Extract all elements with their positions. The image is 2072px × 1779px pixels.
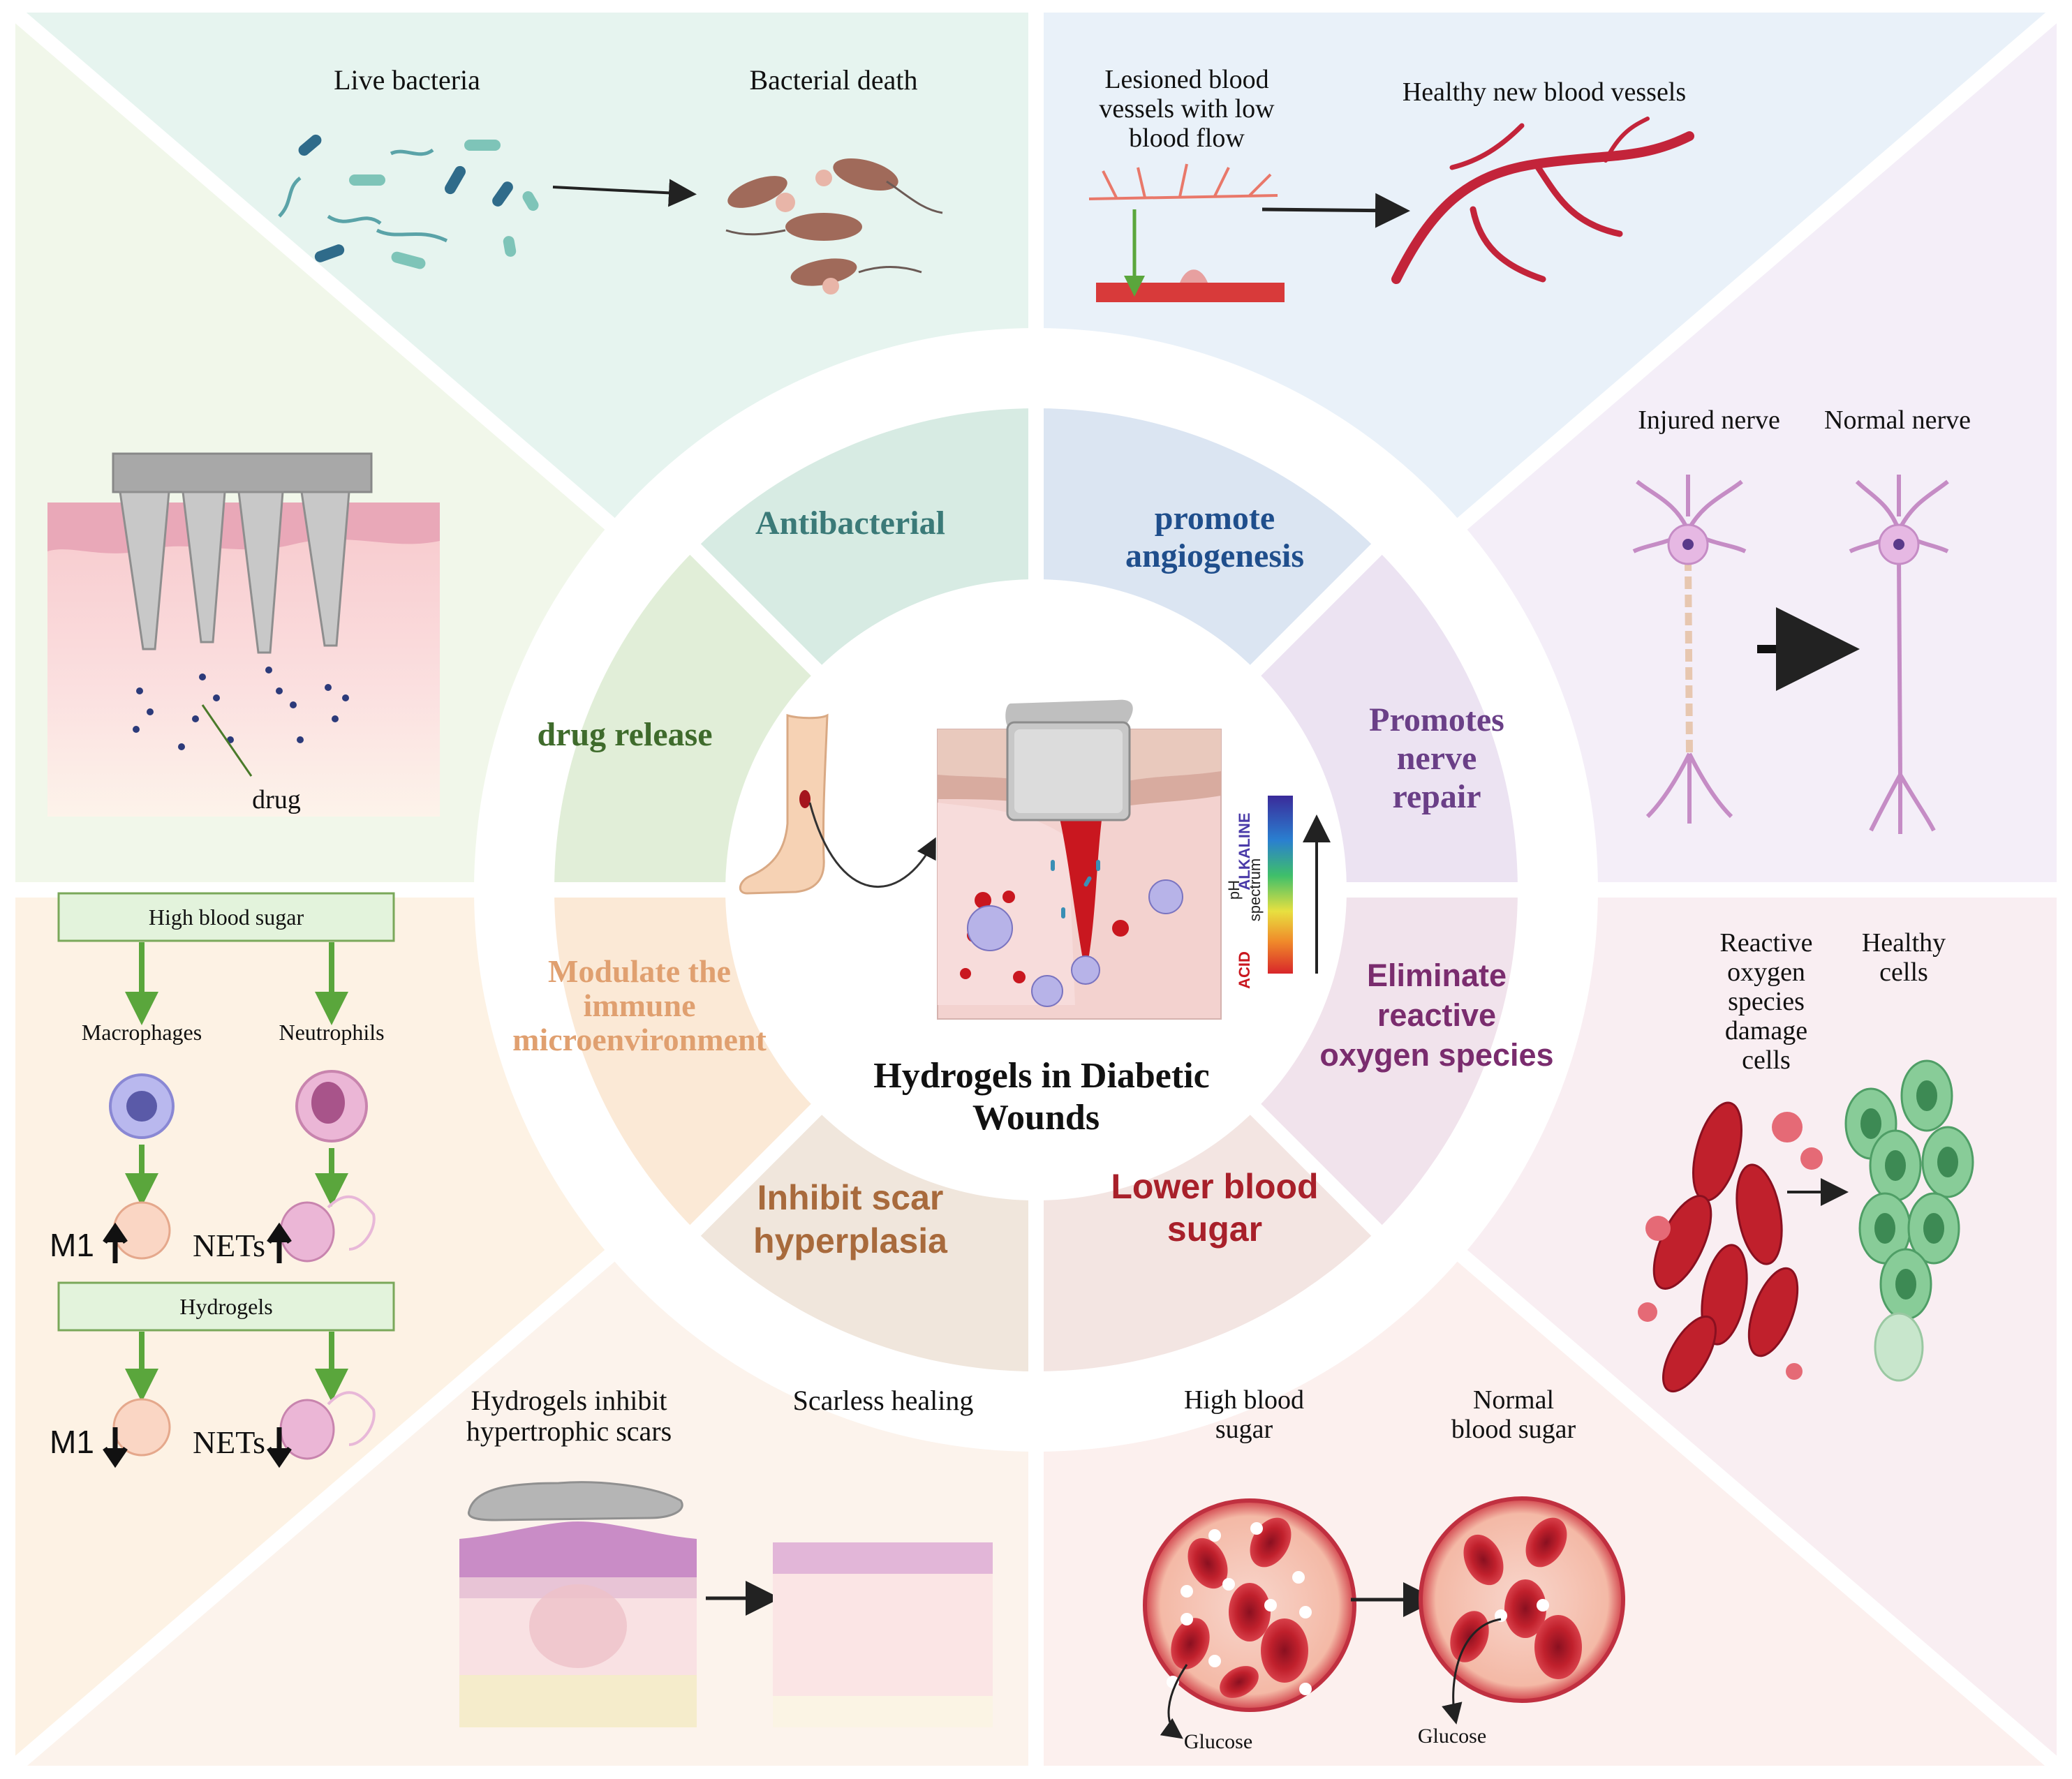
- microneedles: [119, 491, 350, 654]
- nets-cell-up: [279, 1201, 335, 1263]
- high-sugar-line2: sugar: [1215, 1415, 1273, 1444]
- sector-label-immune-3: microenvironment: [512, 1022, 767, 1057]
- wound-cross-section: [937, 699, 1222, 1020]
- sector-label-nerve-2: nerve: [1397, 740, 1477, 777]
- m1-up-arrow: [103, 1222, 128, 1263]
- injured-nerve-label: Injured nerve: [1638, 405, 1780, 435]
- hypertrophic-scar-icon: [459, 1481, 697, 1727]
- panel-ros: Reactive oxygen species damage cells Hea…: [1638, 928, 1974, 1393]
- panel-immune: High blood sugar Macrophages Neutrophils…: [50, 892, 395, 1468]
- sector-label-immune-2: immune: [584, 988, 696, 1023]
- m1-down-arrow: [103, 1427, 128, 1468]
- ph-spectrum-label: spectrum: [1246, 858, 1264, 921]
- ph-scale: ALKALINE pH spectrum ACID: [1225, 796, 1331, 989]
- hydrogels-label: Hydrogels: [179, 1294, 272, 1319]
- vessels-arrow: [1261, 193, 1410, 228]
- ph-alkaline-label: ALKALINE: [1236, 812, 1253, 890]
- sector-label-blood-sugar-2: sugar: [1167, 1209, 1262, 1249]
- sector-label-ros-3: oxygen species: [1319, 1037, 1553, 1073]
- normal-sugar-line2: blood sugar: [1451, 1415, 1576, 1444]
- foot-illustration: [739, 713, 936, 895]
- sector-label-drug-release: drug release: [537, 716, 712, 753]
- m1-cell-up: [112, 1201, 171, 1260]
- ros-label-line1: Reactive: [1720, 928, 1813, 958]
- m1-cell-down: [112, 1398, 171, 1457]
- ros-label-line4: damage: [1725, 1016, 1807, 1045]
- scarless-label: Scarless healing: [793, 1385, 974, 1416]
- immune-cells: [967, 879, 1183, 1007]
- scarless-skin-icon: [773, 1542, 993, 1727]
- sector-label-angiogenesis-2: angiogenesis: [1125, 537, 1304, 574]
- drug-particles: [133, 667, 349, 750]
- sector-label-scar-2: hyperplasia: [753, 1221, 948, 1260]
- sector-label-angiogenesis-1: promote: [1155, 500, 1275, 537]
- sector-label-nerve-1: Promotes: [1369, 701, 1504, 738]
- high-sugar-label: High blood sugar: [149, 905, 304, 930]
- ros-label-line5: cells: [1742, 1045, 1791, 1075]
- neutrophils-label: Neutrophils: [279, 1020, 384, 1045]
- panel-scar: Hydrogels inhibit hypertrophic scars Sca…: [459, 1385, 993, 1727]
- scar-inhibit-line1: Hydrogels inhibit: [471, 1385, 667, 1416]
- sector-label-ros-2: reactive: [1377, 997, 1496, 1033]
- lesioned-vessels-line1: Lesioned blood: [1104, 65, 1268, 94]
- sector-label-ros-1: Eliminate: [1367, 958, 1507, 993]
- injured-nerve-icon: [1632, 475, 1747, 824]
- panel-blood-sugar: High blood sugar Normal blood sugar Gluc…: [1143, 1385, 1625, 1753]
- nets-down-arrow: [267, 1427, 292, 1468]
- ph-color-bar: [1268, 796, 1293, 974]
- ph-acid-label: ACID: [1236, 951, 1253, 989]
- sector-label-scar-1: Inhibit scar: [757, 1178, 944, 1217]
- panel-angiogenesis: Lesioned blood vessels with low blood fl…: [1088, 65, 1694, 302]
- sector-label-immune-1: Modulate the: [548, 953, 731, 989]
- panel-nerve: Injured nerve Normal nerve: [1632, 405, 1971, 834]
- lesioned-vessels-line2: vessels with low: [1099, 94, 1275, 124]
- scar-inhibit-line2: hypertrophic scars: [466, 1415, 672, 1447]
- panel-antibacterial: Live bacteria Bacterial death: [278, 64, 943, 295]
- bacterial-death-label: Bacterial death: [750, 64, 918, 96]
- bacteria-arrow: [552, 179, 697, 207]
- dead-bacteria-icon: [725, 158, 943, 295]
- hydrogels-box: [57, 1281, 395, 1332]
- panel-drug-release: drug: [47, 452, 440, 817]
- diagram-title-line2: Wounds: [972, 1098, 1100, 1138]
- damaged-cells-icon: [1652, 1101, 1799, 1393]
- glucose-label-high: Glucose: [1184, 1730, 1252, 1753]
- sector-label-antibacterial: Antibacterial: [755, 505, 945, 542]
- drug-label: drug: [252, 785, 301, 814]
- microneedle-base: [112, 452, 373, 493]
- m1-label-up: M1: [50, 1227, 94, 1263]
- high-sugar-box: [57, 892, 395, 942]
- diagram-title-line1: Hydrogels in Diabetic: [873, 1056, 1209, 1096]
- lesioned-vessels-line3: blood flow: [1129, 124, 1245, 153]
- nets-label-down: NETs: [193, 1424, 265, 1460]
- live-bacteria-label: Live bacteria: [334, 64, 480, 96]
- lesioned-vessel-cross: [1096, 283, 1285, 302]
- normal-nerve-label: Normal nerve: [1824, 405, 1971, 435]
- sector-label-nerve-3: repair: [1392, 778, 1481, 815]
- sector-label-blood-sugar-1: Lower blood: [1111, 1167, 1318, 1206]
- ros-label-line2: oxygen: [1727, 958, 1805, 987]
- ph-label: pH: [1225, 880, 1243, 900]
- high-sugar-line1: High blood: [1184, 1385, 1304, 1415]
- macrophages-label: Macrophages: [82, 1020, 202, 1045]
- ros-bursts: [1638, 1112, 1823, 1380]
- healthy-vessels-label: Healthy new blood vessels: [1403, 77, 1686, 107]
- wound-bacteria: [1051, 860, 1100, 918]
- healthy-cells-line1: Healthy: [1862, 928, 1946, 958]
- ros-label-line3: species: [1728, 987, 1805, 1016]
- healthy-vessels-icon: [1391, 117, 1694, 284]
- glucose-particles-high: [1167, 1522, 1312, 1695]
- normal-nerve-icon: [1849, 475, 1949, 834]
- normal-sugar-line1: Normal: [1473, 1385, 1554, 1415]
- healthy-cells-line2: cells: [1879, 958, 1928, 987]
- live-bacteria-icon: [278, 134, 539, 269]
- m1-label-down: M1: [50, 1424, 94, 1460]
- drug-pointer: [201, 704, 253, 777]
- lesioned-vessel-icon: [1088, 163, 1278, 200]
- nets-up-arrow: [267, 1222, 292, 1263]
- glucose-label-normal: Glucose: [1418, 1725, 1486, 1748]
- nets-label-up: NETs: [193, 1228, 265, 1263]
- foot-wound: [799, 790, 811, 808]
